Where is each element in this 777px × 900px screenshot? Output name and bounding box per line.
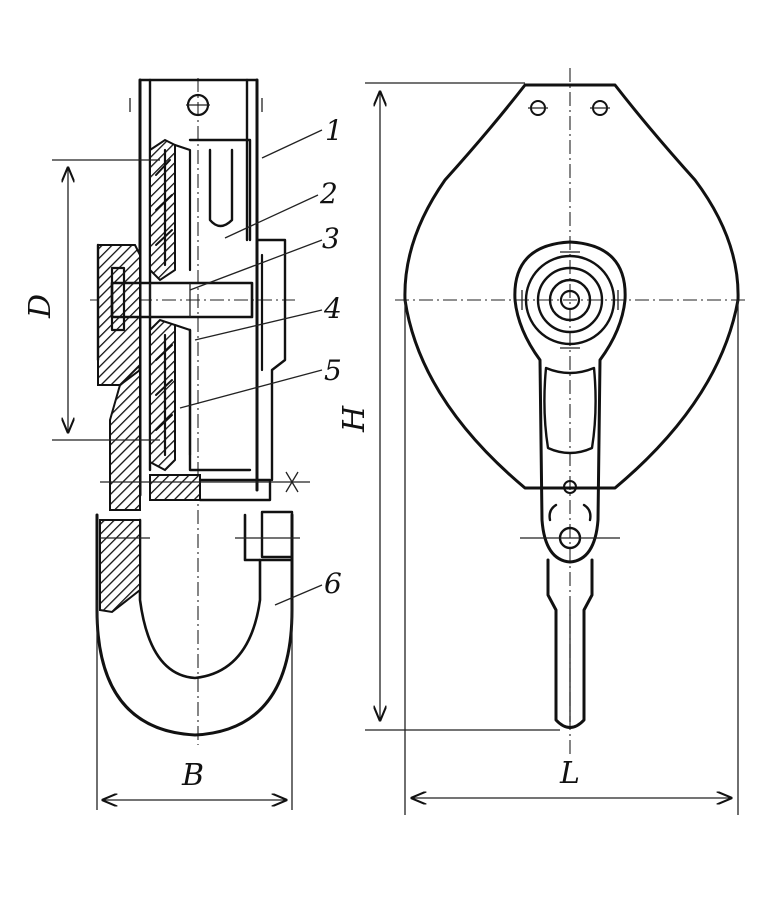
part-number-2: 2 <box>319 177 338 210</box>
part-number-3: 3 <box>322 222 340 255</box>
part-number-1: 1 <box>325 114 343 147</box>
front-elevation-view <box>365 68 745 815</box>
dimension-H-label: H <box>337 405 372 433</box>
part-number-4: 4 <box>323 292 342 325</box>
side-section-view <box>52 78 323 810</box>
dimension-D-label: D <box>23 294 58 319</box>
dimension-L-label: L <box>559 756 580 791</box>
part-number-6: 6 <box>324 567 342 600</box>
dimension-B-label: B <box>181 758 204 793</box>
part-number-5: 5 <box>324 354 342 387</box>
